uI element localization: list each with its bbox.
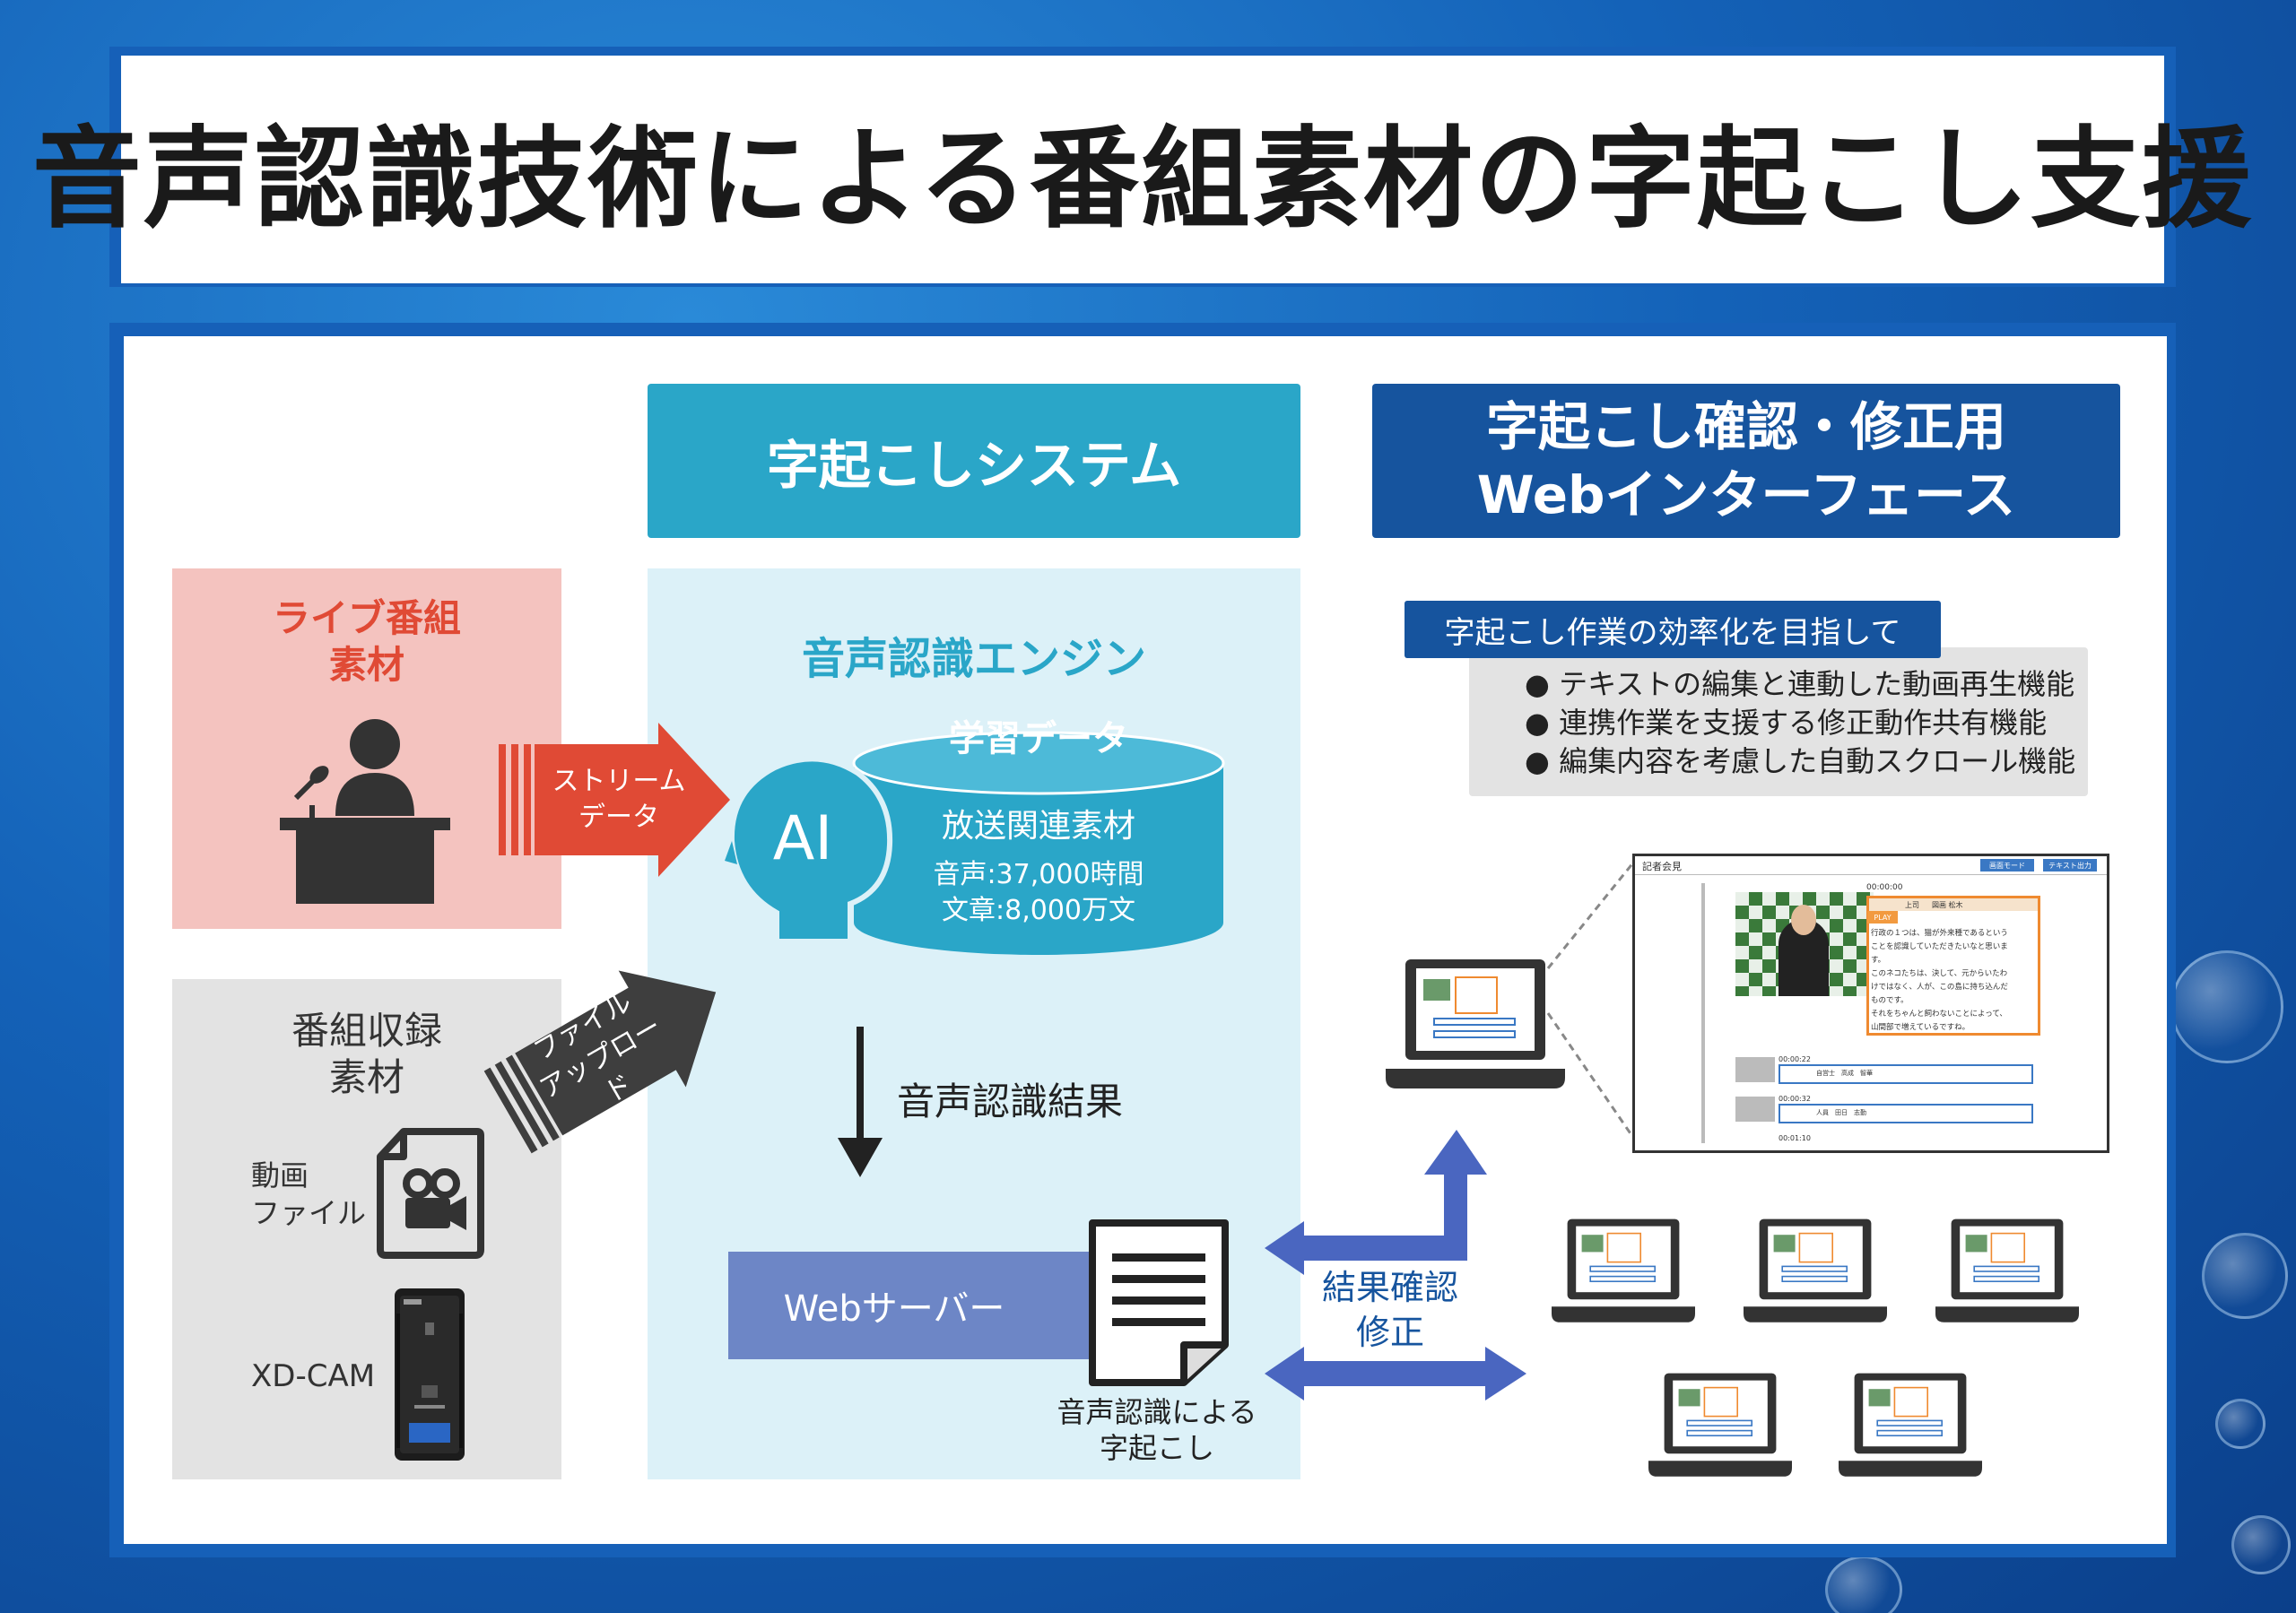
recorded-program-box xyxy=(172,979,561,1479)
play-button[interactable]: PLAY xyxy=(1867,911,1898,924)
result-label: 音声認識結果 xyxy=(897,1080,1124,1123)
laptop-icon xyxy=(1839,1373,1982,1477)
transcript-line: このネコたちは、決して、元からいたわ xyxy=(1871,969,2008,978)
document-caption: 音声認識による 字起こし xyxy=(1057,1395,1257,1465)
xdcam-label: XD-CAM xyxy=(251,1358,376,1394)
transcript-line: 行政の１つは、猫が外来種であるという xyxy=(1871,929,2008,938)
screen-mode-button[interactable]: 画面モード xyxy=(1980,859,2034,872)
recorded-program-title: 番組収録 素材 xyxy=(291,1009,442,1099)
transcript-line: ものです。 xyxy=(1871,996,1909,1005)
efficiency-bullets-box xyxy=(1469,647,2088,796)
ai-label: AI xyxy=(772,802,833,874)
time-marker-3: 00:00:32 xyxy=(1779,1095,1811,1103)
speaker-podium-icon xyxy=(280,719,450,904)
video-file-icon xyxy=(377,1128,484,1259)
stream-data-label: ストリーム データ xyxy=(552,766,686,833)
bubble-decoration xyxy=(2170,950,2283,1063)
presenter-face xyxy=(1791,905,1816,935)
web-interface-header: 字起こし確認・修正用 Webインターフェース xyxy=(1372,384,2120,538)
time-marker-1: 00:00:00 xyxy=(1866,883,1903,892)
stream-data-arrow xyxy=(499,723,730,877)
transcript-line: けではなく、人が、この島に持ち込んだ xyxy=(1871,983,2008,992)
document-icon xyxy=(1089,1219,1229,1386)
transcript-row-3[interactable]: 人員 田日 志勤 xyxy=(1779,1104,2033,1123)
xd-cam-device-icon xyxy=(395,1288,465,1461)
zoom-connector-lines xyxy=(1546,856,1639,1145)
speaker-name: 図画 松木 xyxy=(1932,901,1963,909)
transcript-editor[interactable]: PLAY 上司 図画 松木 行政の１つは、猫が外来種であるという ことを認識して… xyxy=(1866,896,2040,1036)
transcript-row-2[interactable]: 自営士 高成 智華 xyxy=(1779,1064,2033,1084)
system-header: 字起こしシステム xyxy=(648,384,1300,538)
screen-divider xyxy=(1635,874,2107,875)
db-line-audio: 音声:37,000時間 xyxy=(933,859,1144,890)
title-box: 音声認識技術による番組素材の字起こし支援 xyxy=(32,56,2251,283)
live-program-title: ライブ番組 素材 xyxy=(272,596,461,687)
bubble-decoration xyxy=(2202,1233,2288,1319)
efficiency-heading: 字起こし作業の効率化を目指して xyxy=(1405,601,1941,658)
file-upload-arrow-shape xyxy=(483,970,717,1154)
speaker-row xyxy=(1869,898,2038,911)
efficiency-bullet: ● 連携作業を支援する修正動作共有機能 xyxy=(1525,706,2048,740)
transcript-lines: 行政の１つは、猫が外来種であるという ことを認識していただきたいなと思いま す。… xyxy=(1871,927,2008,1035)
laptop-icon xyxy=(1648,1373,1792,1477)
efficiency-bullet: ● テキストの編集と連動した動画再生機能 xyxy=(1525,667,2075,701)
page-title: 音声認識技術による番組素材の字起こし支援 xyxy=(31,115,2254,243)
file-upload-arrow: ファイル アップロード xyxy=(474,933,752,1171)
engine-title: 音声認識エンジン xyxy=(801,634,1146,684)
speaker-tag: 上司 xyxy=(1905,901,1919,909)
ai-head-icon xyxy=(725,756,893,943)
confirm-label: 結果確認 修正 xyxy=(1321,1268,1458,1352)
row-thumb-2 xyxy=(1735,1057,1775,1082)
row-thumb-3 xyxy=(1735,1097,1775,1122)
transcript-line: それをちゃんと飼わないことによって、 xyxy=(1871,1010,2007,1019)
db-line-text: 文章:8,000万文 xyxy=(942,895,1135,926)
laptop-icon xyxy=(1935,1218,2079,1322)
database-cylinder-icon xyxy=(852,731,1225,955)
result-down-arrow xyxy=(838,1027,883,1177)
timeline-track xyxy=(1701,883,1705,1143)
bubble-decoration xyxy=(2231,1515,2291,1574)
system-header-text: 字起こしシステム xyxy=(766,435,1182,496)
confirm-arrows xyxy=(1265,1130,1526,1401)
video-file-label: 動画 ファイル xyxy=(251,1158,367,1230)
laptop-icon xyxy=(1552,1218,1695,1322)
db-title: 放送関連素材 xyxy=(941,808,1135,845)
screen-header: 記者会見 xyxy=(1642,861,1682,872)
video-thumbnail xyxy=(1735,892,1874,996)
laptop-icon xyxy=(1386,959,1565,1088)
time-marker-2: 00:00:22 xyxy=(1779,1055,1811,1063)
transcript-line: 山間部で増えているですね。 xyxy=(1871,1023,1970,1032)
interface-screen: 記者会見 画面モード テキスト出力 00:00:00 PLAY 上司 図画 松木… xyxy=(1632,854,2109,1153)
learning-data-label: 学習データ xyxy=(949,718,1128,759)
transcript-line: す。 xyxy=(1871,956,1886,965)
efficiency-bullet: ● 編集内容を考慮した自動スクロール機能 xyxy=(1525,744,2076,778)
efficiency-bullet-list: ● テキストの編集と連動した動画再生機能 ● 連携作業を支援する修正動作共有機能… xyxy=(1525,665,2075,781)
transcript-line: ことを認識していただきたいなと思いま xyxy=(1871,942,2008,951)
bubble-decoration xyxy=(1825,1556,1902,1613)
web-interface-header-text: 字起こし確認・修正用 Webインターフェース xyxy=(1476,396,2016,525)
bubble-decoration xyxy=(2215,1399,2266,1449)
time-marker-4: 00:01:10 xyxy=(1779,1134,1811,1142)
laptop-icon xyxy=(1744,1218,1887,1322)
web-server-box: Webサーバー xyxy=(728,1252,1114,1359)
text-export-button[interactable]: テキスト出力 xyxy=(2043,859,2097,872)
